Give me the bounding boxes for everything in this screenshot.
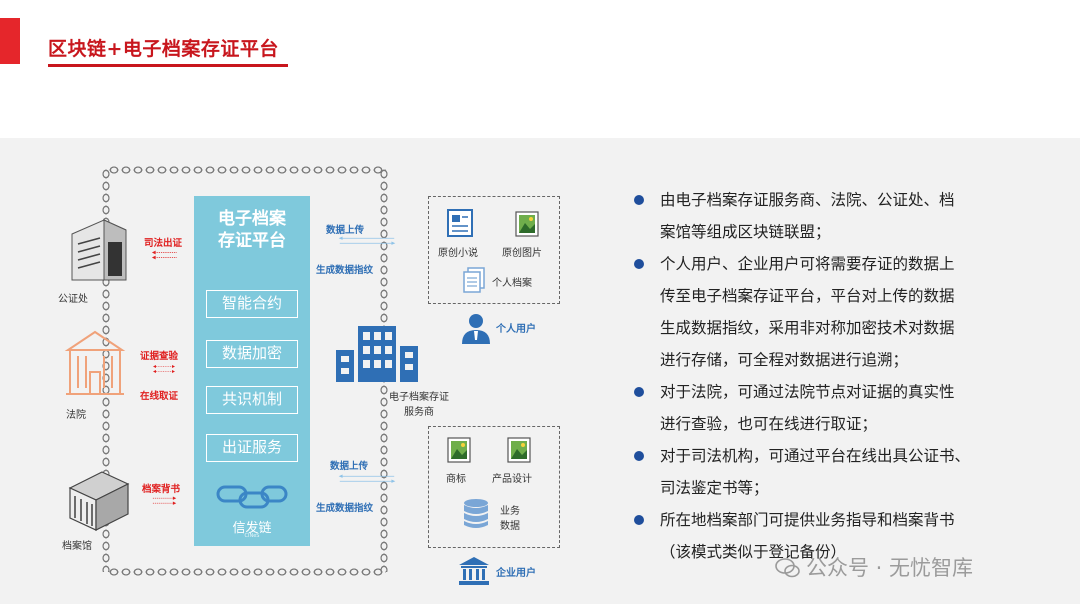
bullet-line: 司法鉴定书等； — [660, 479, 769, 497]
content-panel — [0, 138, 1080, 604]
court-action1-label: 证据查验 — [140, 351, 179, 362]
enterprise-item-design: 产品设计 — [492, 474, 532, 485]
bottom-flow-arrows-icon — [338, 474, 396, 483]
logo-text: 信发链 — [232, 521, 272, 536]
accent-bar — [0, 18, 20, 64]
personal-item-archive: 个人档案 — [492, 278, 532, 289]
function-certification: 出证服务 — [206, 434, 298, 462]
bullet-line: 由电子档案存证服务商、法院、公证处、档 — [660, 191, 955, 209]
bullet-line: 对于司法机构，可通过平台在线出具公证书、 — [660, 447, 971, 465]
personal-user-label: 个人用户 — [496, 324, 536, 335]
bullet-item: 所在地档案部门可提供业务指导和档案背书 （该模式类似于登记备份） — [632, 504, 1052, 568]
bullet-line: 所在地档案部门可提供业务指导和档案背书 — [660, 511, 955, 529]
chain-top — [108, 164, 386, 176]
personal-data-box — [428, 196, 560, 304]
files-icon — [463, 267, 485, 293]
bullet-item: 个人用户、企业用户可将需要存证的数据上 传至电子档案存证平台，平台对上传的数据 … — [632, 248, 1052, 376]
notary-arrows-icon — [151, 250, 177, 260]
business-data-line2: 数据 — [500, 521, 520, 532]
chain-logo-icon — [216, 485, 288, 509]
image-icon — [447, 437, 471, 463]
court-label: 法院 — [66, 410, 86, 421]
bullet-line: 个人用户、企业用户可将需要存证的数据上 — [660, 255, 955, 273]
function-consensus: 共识机制 — [206, 386, 298, 414]
bullet-line: 进行存储，可全程对数据进行追溯； — [660, 351, 909, 369]
bottom-upload-label: 数据上传 — [330, 461, 369, 472]
bullet-dot-icon — [634, 387, 644, 397]
archive-building-icon — [68, 471, 130, 531]
platform-column: 电子档案 存证平台 智能合约 数据加密 共识机制 出证服务 信发链 CINeS — [194, 196, 310, 546]
bullet-line: 案馆等组成区块链联盟； — [660, 223, 831, 241]
notary-action-label: 司法出证 — [144, 238, 183, 249]
bullet-line: 进行查验，也可在线进行取证； — [660, 415, 878, 433]
top-fingerprint-label: 生成数据指纹 — [316, 265, 374, 276]
platform-title: 电子档案 存证平台 — [194, 208, 310, 252]
document-icon — [447, 209, 473, 237]
bullet-dot-icon — [634, 451, 644, 461]
platform-title-line2: 存证平台 — [218, 231, 286, 251]
provider-label-line1: 电子档案存证 — [389, 392, 449, 403]
enterprise-item-trademark: 商标 — [446, 474, 466, 485]
top-upload-label: 数据上传 — [326, 225, 365, 236]
user-icon — [462, 314, 490, 344]
watermark-text: 公众号 · 无忧智库 — [806, 556, 974, 580]
bullet-item: 由电子档案存证服务商、法院、公证处、档 案馆等组成区块链联盟； — [632, 184, 1052, 248]
archive-arrows-icon — [152, 496, 177, 505]
court-action2-label: 在线取证 — [140, 391, 179, 402]
database-icon — [464, 499, 488, 528]
business-data-line1: 业务 — [500, 506, 520, 517]
bullet-line: 对于法院，可通过法院节点对证据的真实性 — [660, 383, 955, 401]
logo-sub: CINeS — [244, 533, 260, 539]
bullet-line: （该模式类似于登记备份） — [660, 543, 847, 561]
archive-action-label: 档案背书 — [142, 484, 181, 495]
bullet-item: 对于司法机构，可通过平台在线出具公证书、 司法鉴定书等； — [632, 440, 1052, 504]
archive-label: 档案馆 — [62, 541, 92, 552]
provider-label: 电子档案存证 服务商 — [376, 388, 462, 418]
chain-bottom — [108, 566, 386, 578]
bullet-dot-icon — [634, 195, 644, 205]
bank-icon — [459, 557, 489, 585]
personal-item-novel: 原创小说 — [438, 248, 478, 259]
title-underline — [48, 64, 288, 67]
bottom-fingerprint-label: 生成数据指纹 — [316, 503, 374, 514]
xinfa-chain-logo: 信发链 CINeS — [204, 481, 300, 539]
court-building-icon — [64, 330, 126, 395]
wechat-icon — [775, 558, 800, 578]
function-data-encryption: 数据加密 — [206, 340, 298, 368]
enterprise-user-label: 企业用户 — [496, 568, 536, 579]
page-title: 区块链+电子档案存证平台 — [48, 38, 279, 60]
description-list: 由电子档案存证服务商、法院、公证处、档 案馆等组成区块链联盟； 个人用户、企业用… — [632, 184, 1052, 568]
enterprise-business-data: 业务 数据 — [500, 502, 520, 532]
notary-label: 公证处 — [58, 294, 88, 305]
enterprise-data-box — [428, 426, 560, 548]
bullet-item: 对于法院，可通过法院节点对证据的真实性 进行查验，也可在线进行取证； — [632, 376, 1052, 440]
court-arrows-icon — [153, 365, 175, 373]
bullet-dot-icon — [634, 515, 644, 525]
function-smart-contract: 智能合约 — [206, 290, 298, 318]
image-icon — [507, 437, 531, 463]
bullet-line: 生成数据指纹，采用非对称加密技术对数据 — [660, 319, 955, 337]
office-building-icon — [71, 219, 127, 281]
provider-building-icon — [336, 326, 418, 382]
provider-label-line2: 服务商 — [404, 407, 434, 418]
bullet-dot-icon — [634, 259, 644, 269]
personal-item-image: 原创图片 — [502, 248, 542, 259]
bullet-line: 传至电子档案存证平台，平台对上传的数据 — [660, 287, 955, 305]
platform-title-line1: 电子档案 — [218, 209, 286, 229]
image-icon — [515, 211, 539, 237]
top-flow-arrows-icon — [338, 236, 396, 245]
